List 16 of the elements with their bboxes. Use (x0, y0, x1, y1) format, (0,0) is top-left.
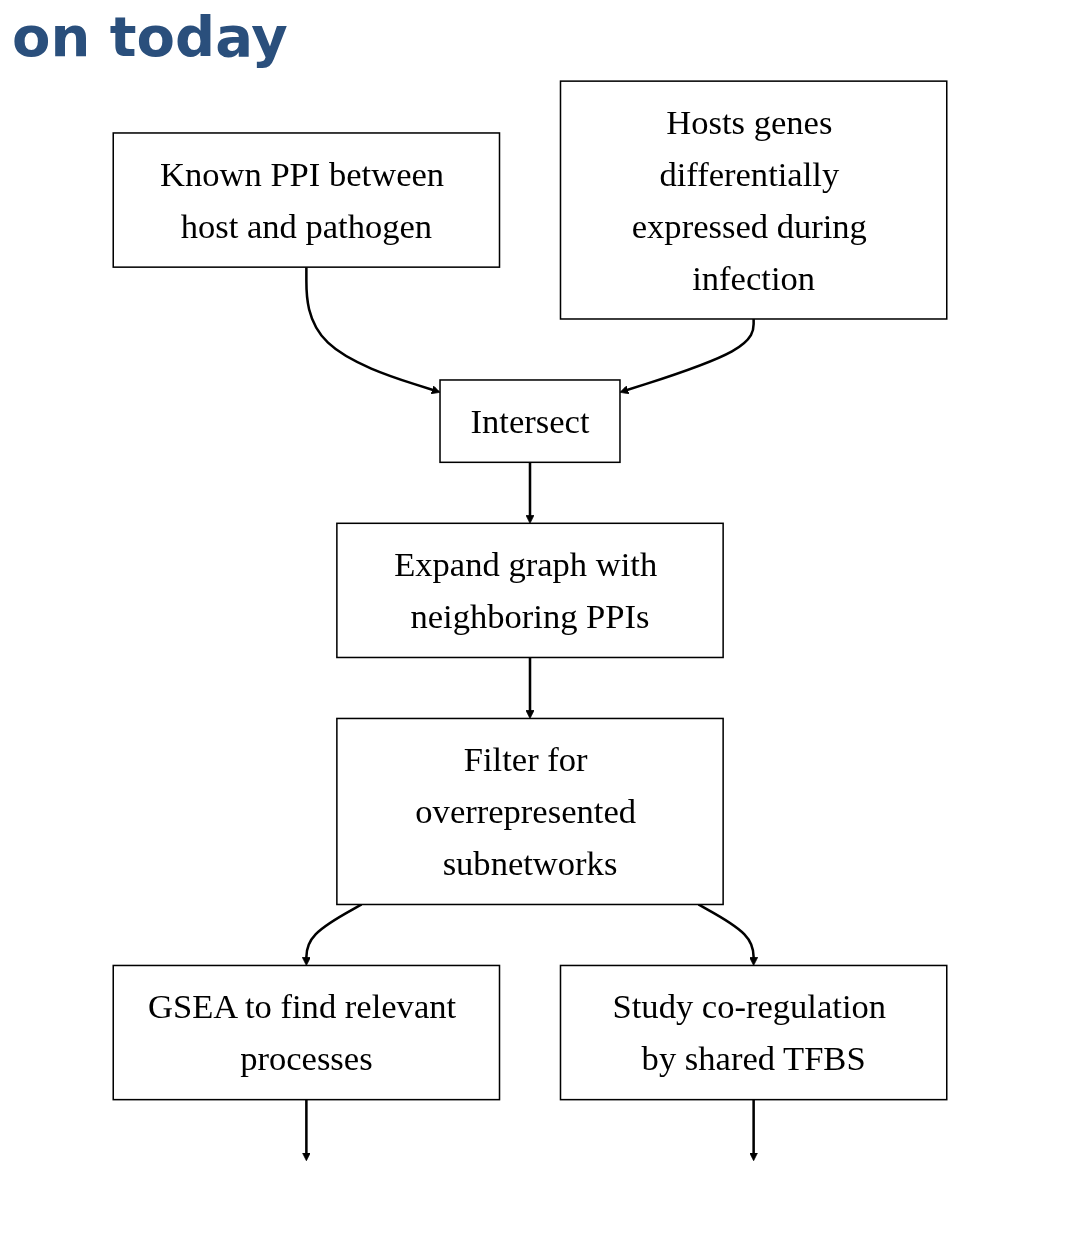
node-box: Filter for overrepresented subnetworks (336, 717, 724, 906)
arrow (305, 267, 441, 395)
node-box: Hosts genes differentially expressed during infection (559, 80, 948, 320)
node-box: GSEA to find relevant processes (112, 964, 501, 1101)
node-box: Known PPI between host and pathogen (112, 132, 501, 268)
node-box: Study co-regulation by shared TFBS (559, 964, 948, 1101)
node-box: Intersect (439, 379, 621, 464)
arrow (525, 657, 535, 719)
node-box: Expand graph with neighboring PPIs (336, 522, 724, 659)
arrow (525, 462, 535, 524)
arrow (301, 903, 363, 966)
arrow (697, 903, 759, 966)
heading: on today (12, 4, 288, 69)
arrow (619, 319, 755, 395)
arrow (301, 1099, 311, 1162)
arrow (749, 1099, 759, 1162)
